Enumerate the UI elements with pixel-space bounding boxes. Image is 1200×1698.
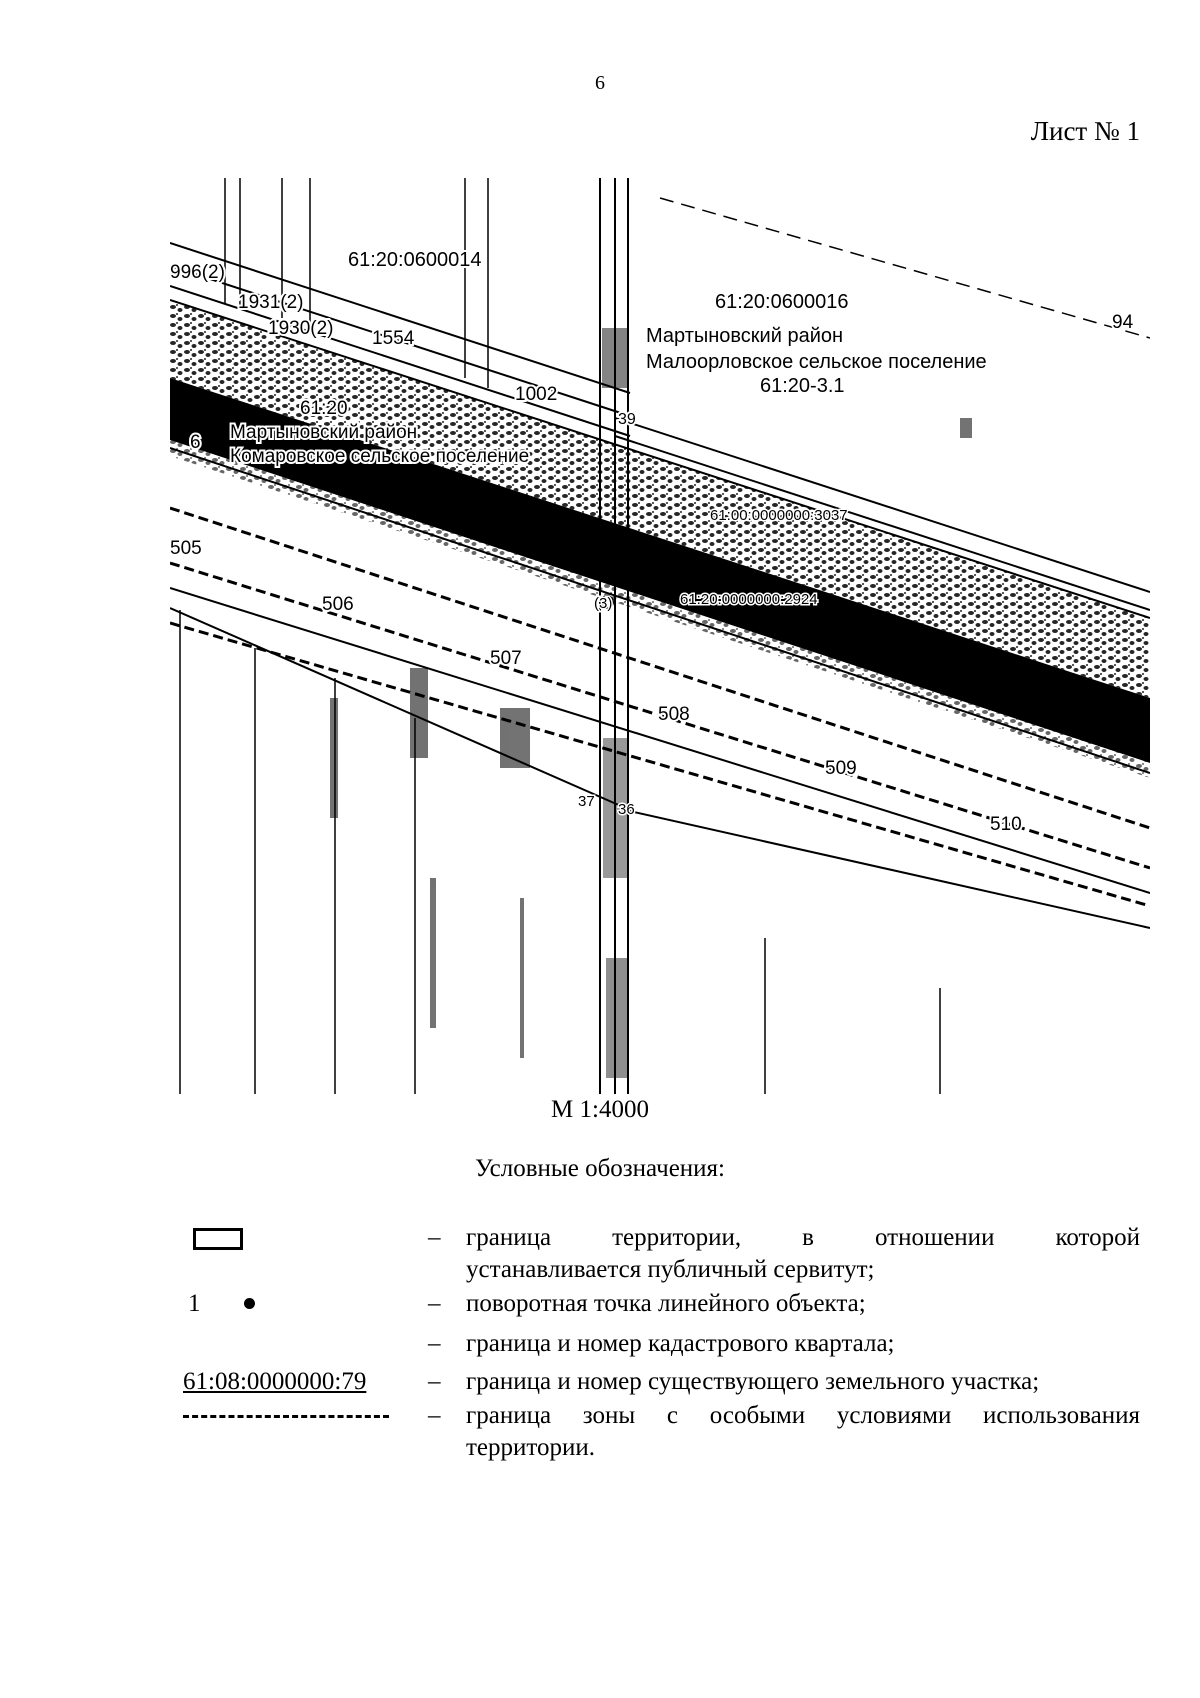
map-label-parcel-3037: 61:00:0000000:3037 [710,507,848,524]
road-shoulder-north [170,300,1150,698]
parcel-boundaries-south [170,447,1150,929]
boundary-rect-symbol [193,1228,243,1250]
map-label-settlement-east: Малоорловское сельское поселение [646,351,987,373]
legend-row-quarter: – граница и номер кадастрового квартала; [180,1328,1140,1360]
map-label-1931: 1931(2) [238,292,304,313]
map-scale: М 1:4000 [551,1096,649,1123]
cadastral-map: 61:20:0600014 61:20:0600016 996(2) 1931(… [170,178,1150,1094]
road-band [170,378,1150,763]
map-label-508: 508 [658,704,690,725]
zone-dashed-symbol [183,1415,389,1418]
legend-dash: – [428,1290,441,1317]
map-label-509: 509 [825,758,857,779]
sheet-label: Лист № 1 [1030,116,1140,146]
legend-row-zone: – граница зоны с особыми условиями испол… [180,1400,1140,1464]
parcel-boundaries-north [170,242,1150,619]
legend-text-boundary-line1: граница территории, в отношении которой [466,1224,1140,1251]
map-label-code-east: 61:20-3.1 [760,375,845,397]
linear-object [599,178,629,1094]
map-label-3: (3) [594,595,612,612]
road-shoulder-south [170,440,1150,778]
map-label-quarter-14: 61:20:0600014 [348,249,481,271]
map-label-district-east: Мартыновский район [646,325,843,347]
map-label-quarter-20: 61:20 [300,398,348,419]
map-label-37: 37 [578,793,595,810]
parcel-lines-south [179,610,941,1094]
map-label-505: 505 [170,538,202,559]
map-label-94: 94 [1112,312,1134,333]
legend-text-quarter: граница и номер кадастрового квартала; [466,1330,895,1357]
map-label-506: 506 [322,594,354,615]
map-label-quarter-16: 61:20:0600016 [715,291,848,313]
map-label-507: 507 [490,648,522,669]
zone-boundary-northeast [659,197,1150,339]
map-label-39: 39 [618,411,636,428]
map-label-6: 6 [190,432,201,453]
map-label-parcel-2924: 61:20:0000000:2924 [680,591,818,608]
zone-boundaries-south [170,506,1150,908]
legend-text-parcel: граница и номер существующего земельного… [466,1368,1040,1395]
legend-text-turning-point: поворотная точка линейного объекта; [466,1290,866,1317]
legend-row-parcel: 61:08:0000000:79 – граница и номер сущес… [180,1366,1140,1398]
map-label-district-west: Мартыновский район [230,422,417,443]
scan-noise [330,418,972,1058]
legend-dash: – [428,1330,441,1357]
point-dot-symbol [244,1298,255,1309]
point-number: 1 [188,1290,201,1317]
map-label-settlement-west: Комаровское сельское поселение [230,446,529,467]
map-label-36: 36 [618,801,635,818]
legend-row-boundary: – граница территории, в отношении которо… [180,1222,1140,1286]
map-label-510: 510 [990,814,1022,835]
legend-row-point: 1 – поворотная точка линейного объекта; [180,1288,1140,1320]
legend-dash: – [428,1368,441,1395]
legend-title: Условные обозначения: [474,1155,726,1182]
map-label-1554: 1554 [372,328,415,349]
legend-text-boundary-line2: устанавливается публичный сервитут; [466,1256,875,1283]
map-label-1930: 1930(2) [268,318,334,339]
map-label-996: 996(2) [170,262,225,283]
turning-point [600,595,614,609]
parcel-number-example: 61:08:0000000:79 [183,1368,367,1395]
page-number: 6 [595,72,605,94]
legend-text-zone-line1: граница зоны с особыми условиями использ… [466,1402,1140,1429]
map-label-1002: 1002 [515,384,557,405]
legend-text-zone-line2: территории. [466,1434,596,1461]
legend-dash: – [428,1224,441,1251]
legend-dash: – [428,1402,441,1429]
parcel-lines-north [224,178,489,388]
